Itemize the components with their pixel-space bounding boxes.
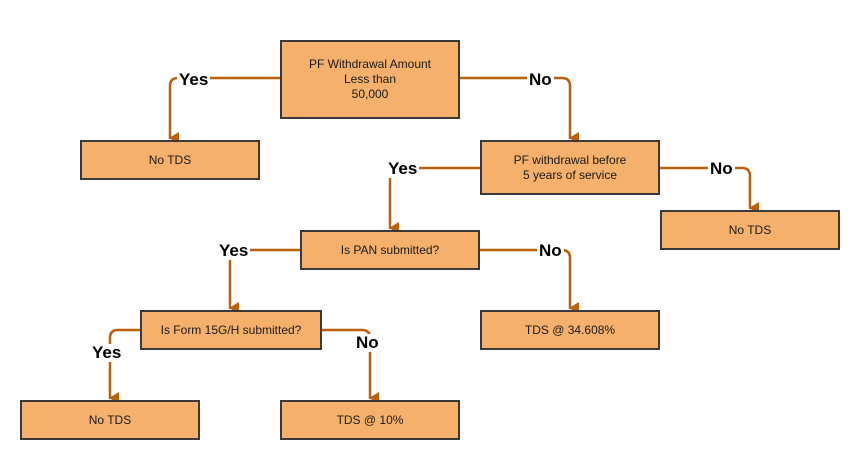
- node-form-15gh-decision: Is Form 15G/H submitted?: [140, 310, 322, 350]
- label-service-no: No: [708, 159, 735, 178]
- node-withdrawal-amount-decision: PF Withdrawal Amount Less than 50,000: [280, 40, 460, 119]
- connector-form-yes: [108, 328, 142, 404]
- label-service-yes: Yes: [386, 159, 420, 178]
- node-service-years-decision: PF withdrawal before 5 years of service: [480, 140, 660, 195]
- label-amount-no: No: [527, 70, 554, 89]
- node-no-tds-3: No TDS: [20, 400, 200, 440]
- connector-service-no: [658, 166, 759, 214]
- node-no-tds-2: No TDS: [660, 210, 840, 250]
- connector-amount-no: [458, 76, 579, 144]
- node-tds-10: TDS @ 10%: [280, 400, 460, 440]
- node-tds-34-608: TDS @ 34.608%: [480, 310, 660, 350]
- node-no-tds-1: No TDS: [80, 140, 260, 180]
- node-pan-decision: Is PAN submitted?: [300, 230, 480, 270]
- label-pan-yes: Yes: [217, 241, 251, 260]
- label-form-no: No: [354, 333, 381, 352]
- label-amount-yes: Yes: [177, 70, 211, 89]
- label-form-yes: Yes: [90, 343, 124, 362]
- label-pan-no: No: [537, 241, 564, 260]
